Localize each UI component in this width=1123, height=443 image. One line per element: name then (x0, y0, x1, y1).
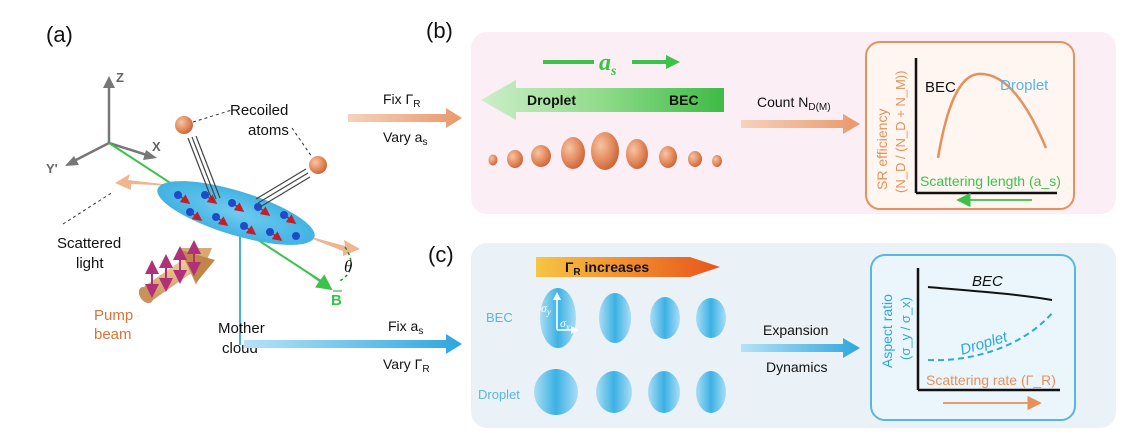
recoil-trails (187, 135, 311, 208)
gamma-increases-arrow (536, 257, 720, 277)
panel-b-vary-label: Vary as (383, 129, 427, 148)
arrow-label-bec: BEC (669, 92, 699, 108)
sr-graph-ylabel-2: (N_D / (N_D + N_M)) (893, 71, 908, 193)
panel-label-b: (b) (426, 18, 453, 43)
label-theta: θ (344, 257, 352, 276)
expansion-arrow (741, 338, 860, 358)
y-axis-arrowhead (65, 156, 79, 166)
sr-graph-label-bec: BEC (925, 79, 956, 96)
panel-label-a: (a) (46, 22, 73, 47)
gamma-increases-label: ΓR increases (565, 259, 649, 278)
pump-polarization-arrows (145, 240, 201, 298)
row-label-bec: BEC (486, 310, 513, 325)
scattered-light-arrow-left (115, 174, 180, 190)
arrow-to-panel-b (348, 108, 462, 128)
x-axis-line (108, 141, 151, 158)
panel-c-vary-label: Vary ΓR (383, 356, 430, 375)
sphere (591, 132, 619, 170)
droplet-cloud (534, 369, 578, 415)
sigma-x-label: σx (560, 316, 570, 332)
atom-cloud (157, 181, 315, 245)
sphere (688, 151, 702, 167)
panel-b-fix-label: Fix ΓR (383, 91, 421, 110)
droplet-cloud (696, 371, 726, 413)
droplet-expansion-row (534, 369, 726, 415)
leader-scattered (62, 191, 114, 225)
droplet-cloud (596, 371, 632, 413)
as-arrow-head (666, 55, 680, 69)
cloud-atoms (174, 191, 300, 241)
leader-recoiled-left (192, 109, 233, 123)
panel-label-c: (c) (428, 242, 454, 267)
sr-graph-xlabel: Scattering length (a_s) (920, 173, 1061, 189)
z-axis-label: Z (116, 70, 124, 85)
ar-curve-droplet (927, 311, 1054, 362)
sigma-y-label: σy (541, 301, 551, 317)
label-mother-1: Mother (218, 320, 265, 337)
row-label-droplet: Droplet (478, 387, 520, 402)
bec-cloud (696, 298, 726, 338)
ar-graph-xlabel: Scattering rate (Γ_R) (926, 372, 1056, 388)
expansion-label-2: Dynamics (766, 359, 827, 375)
ar-graph-label-bec: BEC (972, 273, 1003, 290)
y-axis-label: Y' (46, 161, 58, 176)
x-axis-arrowhead (143, 150, 157, 160)
ar-graph-ylabel-2: (σ_y / σ_x) (898, 297, 913, 360)
atom-dot (292, 232, 300, 240)
bec-cloud (540, 288, 576, 348)
sphere (626, 139, 648, 169)
label-recoiled-2: atoms (248, 122, 289, 139)
sr-graph-label-droplet: Droplet (1000, 77, 1049, 94)
z-axis-arrowhead (103, 76, 115, 88)
arrow-label-droplet: Droplet (527, 92, 576, 108)
sr-efficiency-graph-box (865, 41, 1075, 210)
sphere (531, 145, 551, 167)
ar-graph-ylabel-1: Aspect ratio (879, 294, 895, 368)
label-scattered-1: Scattered (57, 235, 121, 252)
bec-expansion-row: σy σx (540, 288, 726, 348)
sr-graph-ylabel-1: SR efficiency (874, 109, 890, 190)
sphere (561, 137, 585, 169)
as-arrow-label: as (599, 50, 617, 79)
sphere (488, 154, 498, 166)
recoiled-atom-sphere-right (309, 156, 327, 174)
label-pump-1: Pump (94, 307, 133, 324)
droplet-bec-arrow (481, 80, 724, 120)
label-pump-2: beam (94, 326, 132, 343)
y-axis-line (71, 141, 110, 164)
sphere (507, 150, 523, 168)
x-axis-label: X (152, 139, 161, 154)
bec-cloud (599, 293, 631, 343)
count-label: Count ND(M) (757, 94, 831, 113)
label-scattered-2: light (76, 255, 104, 272)
label-recoiled-1: Recoiled (230, 102, 288, 119)
leader-recoiled-right (291, 127, 313, 158)
pump-beam-icon (138, 248, 215, 304)
scattered-light-arrow-right (300, 234, 360, 256)
sr-efficiency-curve (936, 72, 1048, 159)
label-b-field: B (331, 292, 342, 309)
count-arrow (741, 114, 860, 134)
sphere-row (488, 132, 722, 170)
recoiled-atom-sphere-left (175, 116, 193, 134)
droplet-cloud (648, 371, 680, 413)
sphere (659, 146, 677, 168)
arrow-to-panel-c (244, 334, 462, 354)
expansion-label-1: Expansion (763, 322, 828, 338)
panel-a-diagram: Z X Y' (46, 70, 360, 357)
ar-curve-bec (927, 286, 1053, 301)
bec-cloud (650, 297, 680, 339)
panel-c-fix-label: Fix as (388, 318, 423, 337)
theta-arc (337, 246, 352, 283)
b-field-arrow (309, 273, 333, 291)
sphere (712, 155, 722, 167)
